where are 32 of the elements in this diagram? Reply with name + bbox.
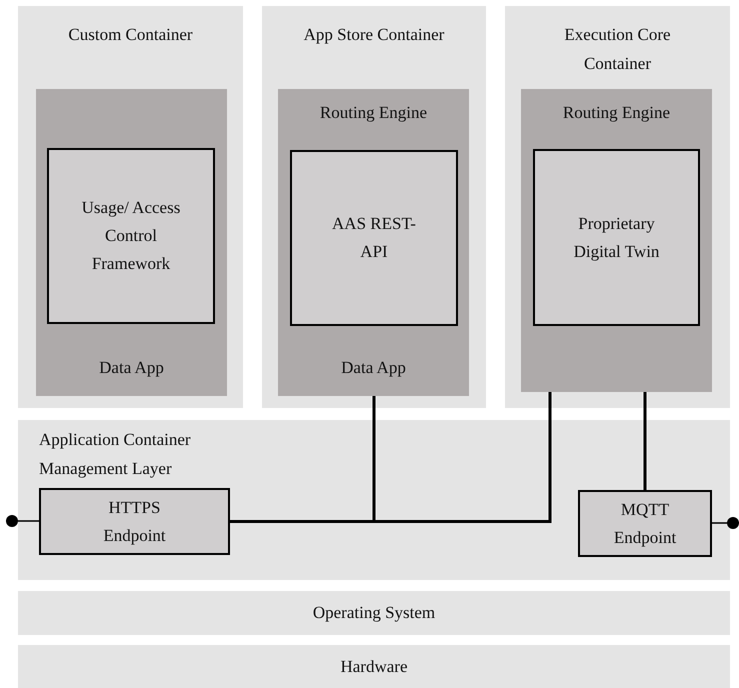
app-box [521,89,712,392]
node-label: Execution Core Container [563,24,672,75]
layer-band [18,591,730,635]
node-label: Routing Engine [562,102,672,124]
node-label: Application Container Management Layer [39,429,192,480]
node-label: Hardware [339,656,408,678]
node-label: Usage/ Access Control Framework [80,197,182,275]
node-label: Custom Container [67,24,194,46]
app-box [278,89,469,396]
component-box [290,150,458,326]
app-box [36,89,227,396]
endpoint-box [578,490,712,557]
node-label: Data App [340,356,407,379]
component-box [47,148,215,324]
connector-line [644,392,646,490]
node-label: Operating System [312,602,436,624]
container-panel [505,6,730,408]
connector-line [712,522,727,524]
node-label: Proprietary Digital Twin [572,212,660,263]
node-label: MQTT Endpoint [612,498,678,549]
connector-line [18,520,39,522]
node-label: App Store Container [302,24,446,46]
container-panel [18,6,243,408]
node-label: Routing Engine [318,102,428,124]
node-label: HTTPS Endpoint [102,496,167,547]
node-label: AAS REST-API [331,213,417,263]
node-label: Data App [98,356,165,379]
layer-panel [18,420,730,580]
component-box [533,149,700,326]
container-panel [262,6,486,408]
endpoint-box [39,488,230,555]
layer-band [18,645,730,688]
